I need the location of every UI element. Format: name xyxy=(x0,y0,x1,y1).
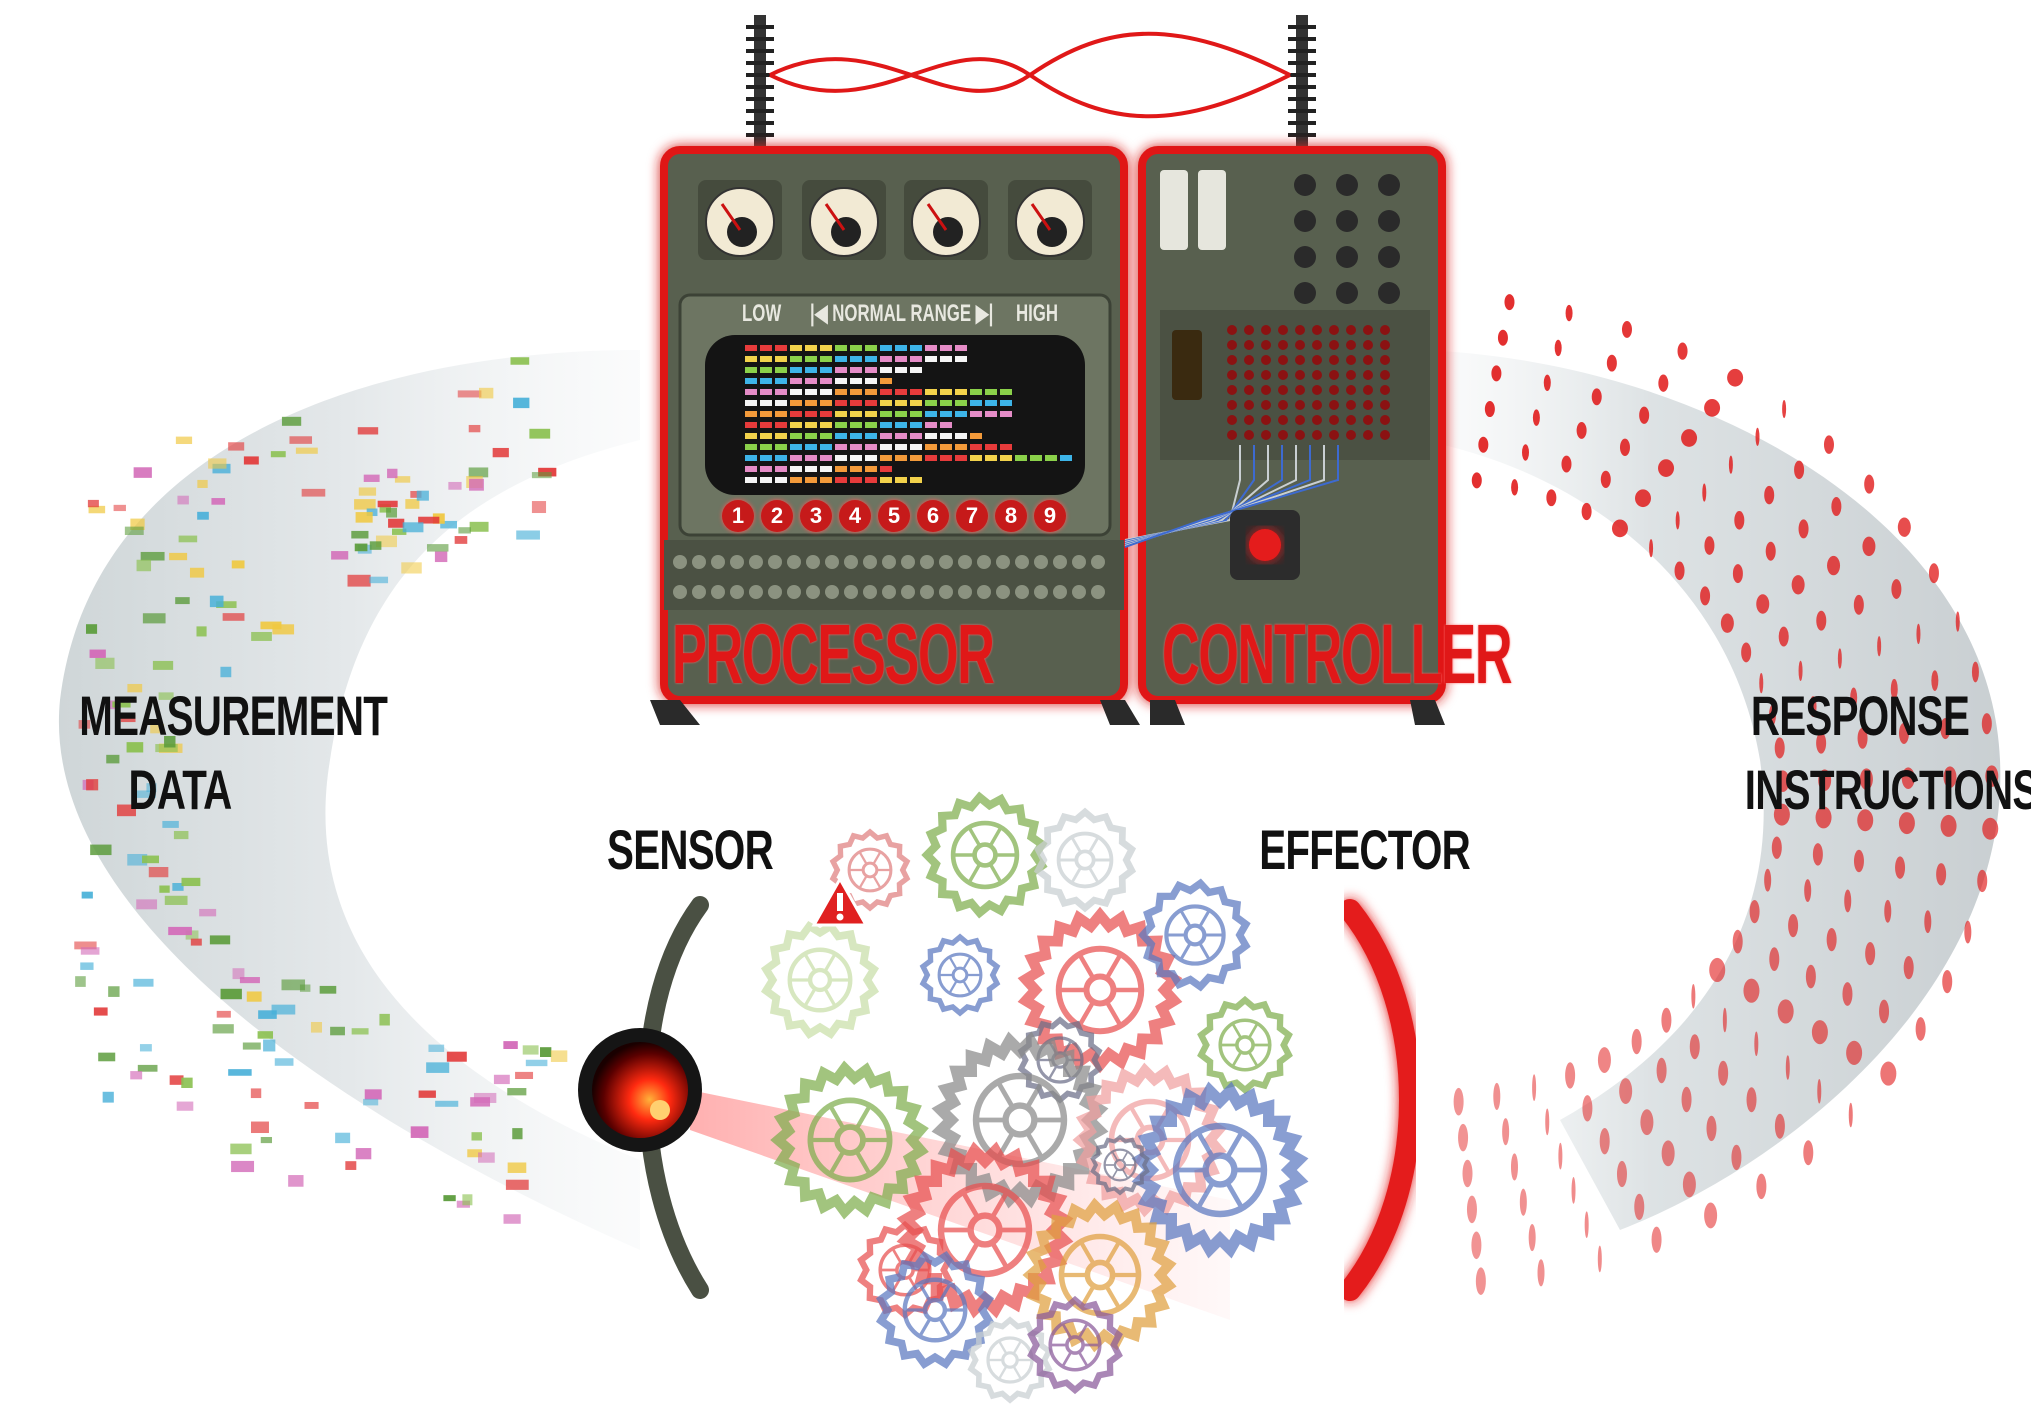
controller-button xyxy=(1249,529,1281,561)
gear-icon xyxy=(1131,1081,1309,1259)
sensor-device xyxy=(578,896,709,1299)
system-gears xyxy=(760,791,1309,1404)
processor-unit xyxy=(650,146,1140,725)
gear-icon xyxy=(1033,807,1137,913)
channel-number-6: 6 xyxy=(917,500,949,532)
gear-icon xyxy=(1197,995,1293,1095)
antenna-wire xyxy=(746,15,1316,155)
controller-label: CONTROLLER xyxy=(1162,607,1512,701)
gear-icon xyxy=(829,828,911,912)
gear-icon xyxy=(1090,1134,1150,1196)
gear-icon xyxy=(1138,878,1251,992)
channel-number-7: 7 xyxy=(956,500,988,532)
processor-label: PROCESSOR xyxy=(672,607,995,701)
response-label-line1: RESPONSE xyxy=(1750,684,1970,747)
channel-number-3: 3 xyxy=(800,500,832,532)
measurement-label-line2: DATA xyxy=(128,758,232,821)
gear-icon xyxy=(760,920,880,1040)
gear-icon xyxy=(1017,906,1183,1074)
display-normal-range-label: |◀ NORMAL RANGE ▶| xyxy=(810,300,994,327)
sensor-label: SENSOR xyxy=(607,818,774,881)
effector-label: EFFECTOR xyxy=(1259,818,1471,881)
response-label-line2: INSTRUCTIONS xyxy=(1744,758,2031,821)
measurement-label-line1: MEASUREMENT xyxy=(79,684,388,747)
display-low-label: LOW xyxy=(742,300,782,327)
gear-icon xyxy=(921,791,1048,919)
gear-icon xyxy=(1027,1295,1123,1395)
warning-icon xyxy=(811,875,869,927)
channel-number-2: 2 xyxy=(761,500,793,532)
gear-icon xyxy=(1022,1197,1177,1353)
controller-unit xyxy=(1124,146,1446,725)
gear-icon xyxy=(875,1250,995,1370)
channel-number-5: 5 xyxy=(878,500,910,532)
measurement-data-stream xyxy=(58,350,640,1250)
effector-device xyxy=(1339,899,1421,1301)
channel-number-9: 9 xyxy=(1034,500,1066,532)
channel-number-1: 1 xyxy=(722,500,754,532)
gear-icon xyxy=(770,1060,929,1220)
channel-number-4: 4 xyxy=(839,500,871,532)
response-instructions-stream xyxy=(1420,294,2001,1295)
channel-number-8: 8 xyxy=(995,500,1027,532)
gear-icon xyxy=(919,933,1001,1017)
display-high-label: HIGH xyxy=(1016,300,1058,327)
gear-icon xyxy=(967,1316,1053,1404)
